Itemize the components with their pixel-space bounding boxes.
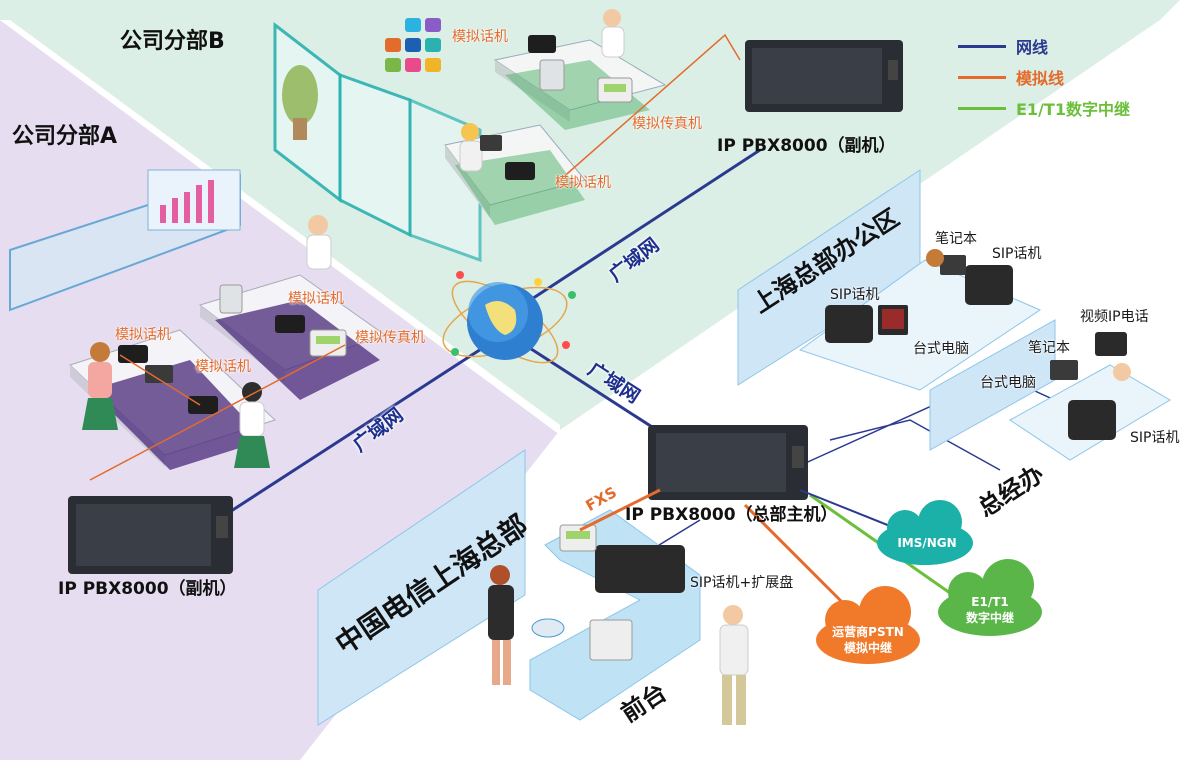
legend-label: 模拟线 <box>1016 69 1065 88</box>
pbx-hq <box>648 425 808 500</box>
e1-cloud-label-1: E1/T1 <box>971 595 1009 609</box>
branch-a-analog-phone-1-label: 模拟话机 <box>288 291 344 307</box>
laptop-2-shape <box>1050 360 1078 380</box>
legend-blue-line-icon <box>958 44 1006 48</box>
analog-line-branch-b <box>559 33 741 181</box>
pstn-cloud-label-1: 运营商PSTN <box>832 625 904 639</box>
hq-sip-phone-2-label: SIP话机 <box>830 287 880 303</box>
office-worker-1 <box>926 249 944 267</box>
hq-desktop-1-label: 台式电脑 <box>913 341 969 357</box>
sip-phone-2-shape <box>965 265 1013 305</box>
branch-b-worker-1 <box>601 9 625 58</box>
legend-label: E1/T1数字中继 <box>1016 100 1130 119</box>
sip-phone-3-shape <box>1068 400 1116 440</box>
branch-a-phone-2 <box>118 345 148 363</box>
branch-b-fax-label: 模拟传真机 <box>632 116 702 132</box>
pstn-cloud-label-2: 模拟中继 <box>843 641 892 655</box>
ims-cloud <box>877 500 973 565</box>
sip-ext-label: SIP话机+扩展盘 <box>690 575 794 591</box>
branch-b-analog-phone-1-label: 模拟话机 <box>452 29 508 45</box>
e1-cloud <box>938 559 1042 636</box>
receptionist <box>488 565 514 685</box>
wan-line-left <box>224 338 496 517</box>
fxs-line <box>579 488 661 532</box>
branch-a-phone-1 <box>275 315 305 333</box>
analog-line-branch-a <box>89 344 346 481</box>
legend-item-trunk: E1/T1数字中继 <box>958 97 1130 119</box>
pstn-line <box>743 503 852 612</box>
legend-item-wan: 网线 <box>958 35 1048 57</box>
legend-label: 网线 <box>1016 38 1049 57</box>
reception-panel <box>317 449 526 726</box>
zone-divider-top <box>0 20 560 435</box>
pbx-branch-b <box>745 40 903 112</box>
pbx-branch-a <box>68 496 233 574</box>
sip-phone-1-shape <box>825 305 873 343</box>
legend-orange-line-icon <box>958 75 1006 79</box>
sip-ext-phone-shape <box>595 545 685 593</box>
branch-b-title: 公司分部B <box>120 29 225 54</box>
hq-sip-phone-3-label: SIP话机 <box>1130 430 1180 446</box>
branch-b-analog-phone-2-label: 模拟话机 <box>555 175 611 191</box>
legend-item-analog: 模拟线 <box>958 66 1064 88</box>
hq-desktop-2-label: 台式电脑 <box>980 375 1036 391</box>
branch-a-fax-label: 模拟传真机 <box>355 330 425 346</box>
hq-sip-phone-1-label: SIP话机 <box>992 246 1042 262</box>
pstn-cloud <box>816 586 920 664</box>
hq-video-phone-label: 视频IP电话 <box>1080 309 1149 325</box>
reception-desk <box>529 509 701 721</box>
globe-icon <box>442 271 576 364</box>
office-worker-2 <box>1113 363 1131 381</box>
laptop-1-shape <box>940 255 966 275</box>
branch-a-worker-1 <box>306 215 332 270</box>
pbx-branch-a-label: IP PBX8000（副机） <box>58 579 237 599</box>
pbx-hq-label: IP PBX8000（总部主机） <box>625 505 838 525</box>
legend-green-line-icon <box>958 106 1006 110</box>
pbx-branch-b-label: IP PBX8000（副机） <box>717 136 896 156</box>
video-phone-shape <box>1095 332 1127 356</box>
hq-laptop-1-label: 笔记本 <box>935 231 977 247</box>
branch-b-phone-2 <box>505 162 535 180</box>
branch-a-analog-phone-2-label: 模拟话机 <box>115 327 171 343</box>
branch-a-worker-3 <box>234 382 270 468</box>
ims-cloud-label: IMS/NGN <box>897 536 957 550</box>
branch-a-analog-phone-3-label: 模拟话机 <box>195 359 251 375</box>
branch-a-worker-2 <box>82 342 118 430</box>
branch-a-title: 公司分部A <box>12 124 118 149</box>
branch-a-phone-3 <box>188 396 218 414</box>
branch-b-phone-1 <box>528 35 556 53</box>
visitor <box>719 605 749 725</box>
e1-cloud-label-2: 数字中继 <box>965 611 1014 625</box>
ims-line <box>799 489 901 531</box>
hq-laptop-2-label: 笔记本 <box>1028 340 1070 356</box>
wan-line-upper <box>514 148 761 312</box>
branch-b-worker-2 <box>459 123 483 172</box>
